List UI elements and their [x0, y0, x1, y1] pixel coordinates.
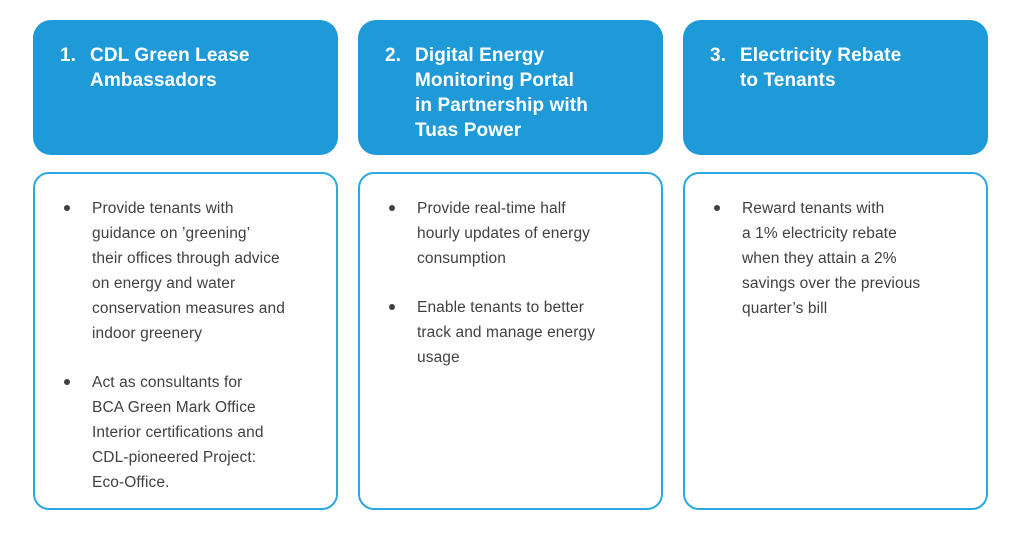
- initiative-number: 2.: [385, 45, 401, 66]
- initiative-column-1: 1. CDL Green Lease Ambassadors Provide t…: [33, 20, 338, 510]
- initiative-2-header: 2. Digital Energy Monitoring Portal in P…: [358, 20, 663, 155]
- initiative-column-2: 2. Digital Energy Monitoring Portal in P…: [358, 20, 663, 510]
- initiative-3-details: Reward tenants with a 1% electricity reb…: [683, 172, 988, 510]
- list-item: Act as consultants for BCA Green Mark Of…: [64, 370, 318, 495]
- bullet-text: Act as consultants for BCA Green Mark Of…: [92, 374, 264, 491]
- list-item: Provide real-time half hourly updates of…: [389, 196, 643, 271]
- list-item: Provide tenants with guidance on ’greeni…: [64, 196, 318, 346]
- initiative-title: Electricity Rebate to Tenants: [740, 45, 902, 91]
- bullet-dot-icon: [64, 196, 92, 346]
- bullet-dot-icon: [64, 370, 92, 495]
- list-item: Reward tenants with a 1% electricity reb…: [714, 196, 968, 321]
- initiative-number: 1.: [60, 45, 76, 66]
- list-item: Enable tenants to better track and manag…: [389, 295, 643, 370]
- bullet-text: Provide tenants with guidance on ’greeni…: [92, 200, 285, 342]
- three-column-initiatives: 1. CDL Green Lease Ambassadors Provide t…: [0, 0, 1024, 510]
- bullet-dot-icon: [389, 295, 417, 370]
- initiative-title: CDL Green Lease Ambassadors: [90, 45, 250, 91]
- bullet-text: Reward tenants with a 1% electricity reb…: [742, 200, 921, 317]
- initiative-1-header: 1. CDL Green Lease Ambassadors: [33, 20, 338, 155]
- initiative-3-header: 3. Electricity Rebate to Tenants: [683, 20, 988, 155]
- bullet-text: Provide real-time half hourly updates of…: [417, 200, 591, 267]
- initiative-column-3: 3. Electricity Rebate to Tenants Reward …: [683, 20, 988, 510]
- initiative-1-details: Provide tenants with guidance on ’greeni…: [33, 172, 338, 510]
- initiative-2-details: Provide real-time half hourly updates of…: [358, 172, 663, 510]
- bullet-text: Enable tenants to better track and manag…: [417, 299, 596, 366]
- bullet-dot-icon: [389, 196, 417, 271]
- initiative-number: 3.: [710, 45, 726, 66]
- initiative-title: Digital Energy Monitoring Portal in Part…: [415, 45, 588, 141]
- bullet-dot-icon: [714, 196, 742, 321]
